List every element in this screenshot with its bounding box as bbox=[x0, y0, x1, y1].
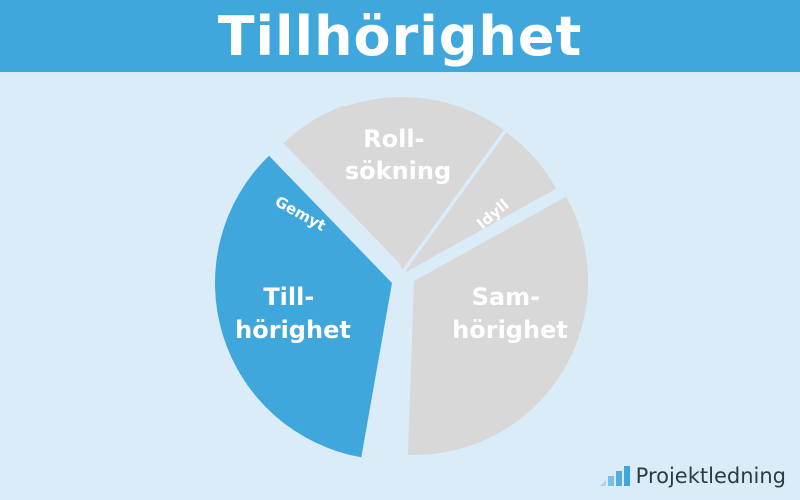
segment-rollsokning bbox=[342, 96, 504, 270]
segment-label-rollsokning: Roll- sökning bbox=[345, 125, 451, 185]
logo-text: Projektledning bbox=[635, 464, 786, 488]
projektledning-logo: Projektledning bbox=[598, 464, 786, 488]
segment-label-samhorighet: Sam- hörighet bbox=[452, 283, 568, 344]
page-title: Tillhörighet bbox=[217, 4, 583, 68]
segment-gemyt bbox=[283, 105, 403, 268]
segment-tillhorighet bbox=[214, 155, 392, 458]
bar-chart-icon bbox=[599, 466, 630, 486]
segment-samhorighet bbox=[407, 196, 589, 456]
segment-idyll bbox=[404, 132, 557, 273]
segment-label-tillhorighet: Till- hörighet bbox=[235, 283, 351, 344]
title-bar: Tillhörighet bbox=[0, 0, 800, 72]
